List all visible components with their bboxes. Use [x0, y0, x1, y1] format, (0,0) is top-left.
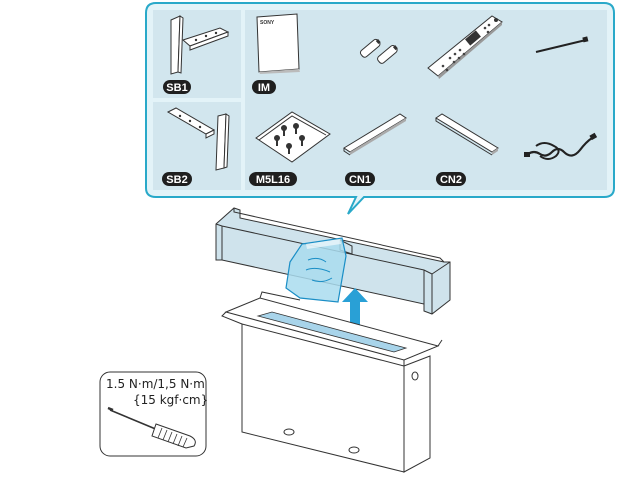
- carton-box: [221, 291, 443, 473]
- label-sb1-text: SB1: [166, 82, 187, 94]
- stand-sb1-icon: [170, 15, 230, 75]
- screws-bag-icon: [255, 111, 331, 163]
- bracket-cn2-icon: [435, 113, 499, 156]
- label-sb2: SB2: [162, 172, 192, 186]
- panel-accessories: [245, 10, 607, 190]
- batteries-icon: [359, 38, 398, 64]
- label-im: IM: [252, 80, 276, 94]
- label-cn1: CN1: [345, 172, 375, 186]
- torque-value-kgf: {15 kgf·cm}: [133, 393, 208, 407]
- cable-tie-icon: [535, 36, 589, 53]
- screwdriver-icon: [107, 406, 196, 449]
- torque-value-nm: 1.5 N·m/1,5 N·m: [106, 377, 205, 391]
- stand-sb2-icon: [166, 107, 230, 171]
- manual-icon: SONY: [256, 13, 300, 74]
- manual-brand: SONY: [260, 20, 275, 26]
- label-m5l16: M5L16: [249, 172, 297, 186]
- label-cn2-text: CN2: [440, 174, 462, 186]
- power-cord-icon: [524, 132, 598, 160]
- bracket-cn1-icon: [343, 113, 407, 156]
- label-sb1: SB1: [163, 80, 191, 94]
- remote-control-icon: [427, 15, 503, 79]
- up-arrow-icon: [342, 288, 368, 336]
- label-sb2-text: SB2: [166, 174, 187, 186]
- label-m5l16-text: M5L16: [256, 174, 290, 186]
- label-cn2: CN2: [436, 172, 466, 186]
- plastic-bag-icon: [285, 237, 347, 303]
- label-cn1-text: CN1: [349, 174, 371, 186]
- label-im-text: IM: [258, 82, 270, 94]
